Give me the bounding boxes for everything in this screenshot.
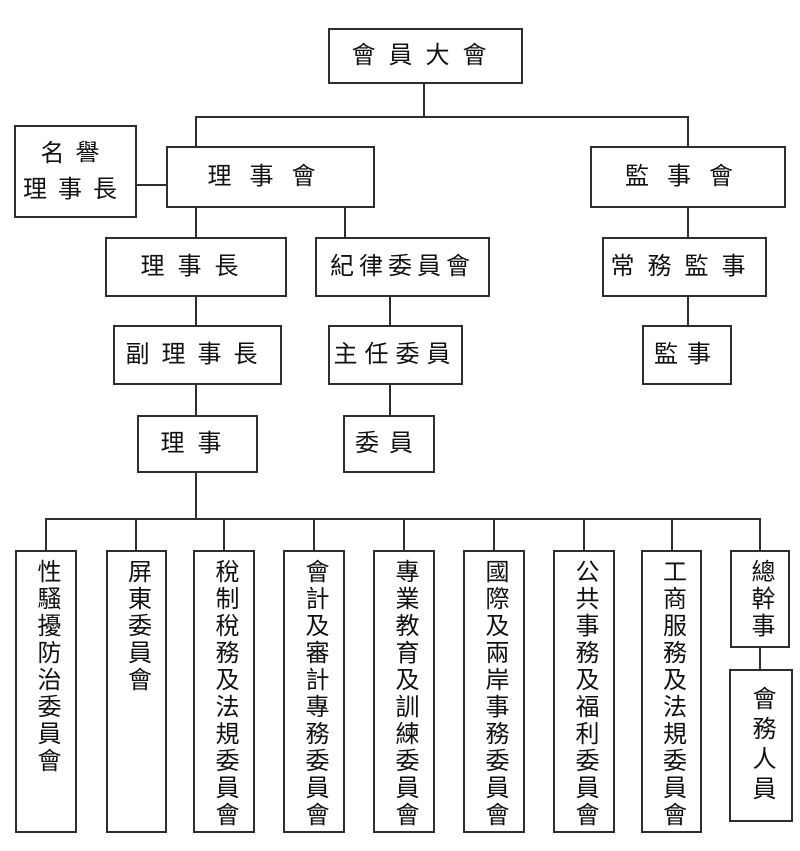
node-board-of-directors-label: 理事會 xyxy=(207,163,334,190)
node-commissioner: 委員 xyxy=(343,415,435,473)
node-board-of-supervisors: 監事會 xyxy=(590,146,786,208)
node-committee-accounting-audit-label: 會計及審計專務委員會 xyxy=(301,559,327,829)
node-committee-public-affairs-welfare-label: 公共事務及福利委員會 xyxy=(571,559,597,829)
node-association-staff: 會務人員 xyxy=(729,669,793,822)
node-vice-chairman: 副理事長 xyxy=(113,325,282,385)
node-discipline-committee: 紀律委員會 xyxy=(315,237,490,297)
node-director: 理事 xyxy=(137,415,258,473)
node-committee-sexual-harassment-prevention: 性騷擾防治委員會 xyxy=(15,550,77,833)
node-vice-chairman-label: 副理事長 xyxy=(125,341,270,368)
node-board-of-directors: 理事會 xyxy=(166,146,375,208)
node-member-assembly: 會員大會 xyxy=(328,28,523,84)
node-standing-supervisor-label: 常務監事 xyxy=(610,253,759,280)
node-committee-pingtung: 屏東委員會 xyxy=(106,550,167,833)
node-committee-public-affairs-welfare: 公共事務及福利委員會 xyxy=(553,550,615,833)
node-director-label: 理事 xyxy=(160,430,235,457)
node-committee-business-service-law: 工商服務及法規委員會 xyxy=(641,550,702,833)
node-committee-tax-system-law: 稅制稅務及法規委員會 xyxy=(193,550,255,833)
node-commissioner-label: 委員 xyxy=(355,430,423,457)
node-committee-international-cross-strait-label: 國際及兩岸事務委員會 xyxy=(481,559,507,829)
node-chief-commissioner-label: 主任委員 xyxy=(333,341,458,368)
node-committee-business-service-law-label: 工商服務及法規委員會 xyxy=(658,559,685,829)
node-secretary-general-label: 總幹事 xyxy=(747,559,773,640)
node-committee-accounting-audit: 會計及審計專務委員會 xyxy=(283,550,345,833)
node-secretary-general: 總幹事 xyxy=(730,550,790,648)
node-honorary-chairman: 名譽 理事長 xyxy=(14,125,137,218)
node-board-of-supervisors-label: 監事會 xyxy=(625,163,751,190)
node-standing-supervisor: 常務監事 xyxy=(602,237,767,297)
node-committee-tax-system-law-label: 稅制稅務及法規委員會 xyxy=(211,559,237,829)
node-member-assembly-label: 會員大會 xyxy=(351,42,500,69)
node-association-staff-label: 會務人員 xyxy=(748,685,774,806)
node-committee-pingtung-label: 屏東委員會 xyxy=(123,559,150,694)
node-committee-international-cross-strait: 國際及兩岸事務委員會 xyxy=(463,550,525,833)
node-committee-sexual-harassment-prevention-label: 性騷擾防治委員會 xyxy=(33,559,59,775)
node-supervisor-label: 監事 xyxy=(654,341,720,368)
node-supervisor: 監事 xyxy=(642,325,732,385)
node-chief-commissioner: 主任委員 xyxy=(328,325,463,385)
node-committee-professional-education-training-label: 專業教育及訓練委員會 xyxy=(391,559,417,829)
node-chairman-label: 理事長 xyxy=(140,253,252,280)
node-discipline-committee-label: 紀律委員會 xyxy=(330,253,475,280)
node-committee-professional-education-training: 專業教育及訓練委員會 xyxy=(373,550,435,833)
node-honorary-chairman-label: 名譽 理事長 xyxy=(23,140,128,203)
node-chairman: 理事長 xyxy=(105,237,287,297)
